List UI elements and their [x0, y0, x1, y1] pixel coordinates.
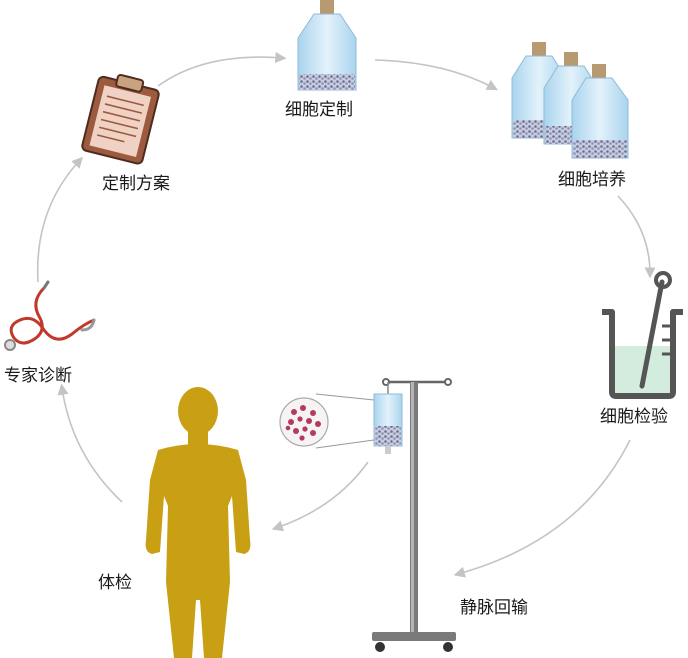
arrow-infusion-to-body	[271, 461, 369, 532]
arrow-culture-to-testing	[617, 195, 656, 279]
clipboard-icon	[81, 73, 160, 165]
arrow-diagnosis-to-plan	[36, 156, 84, 283]
iv-drip-stand-icon	[279, 378, 456, 652]
three-flasks-icon	[511, 42, 629, 159]
arrow-customization-to-culture	[374, 59, 498, 91]
human-figure-icon	[145, 387, 251, 658]
culture-flask-icon	[297, 0, 357, 91]
label-iv-infusion: 静脉回输	[460, 598, 528, 618]
arrow-plan-to-customization	[157, 51, 287, 87]
label-expert-diagnosis: 专家诊断	[4, 366, 72, 386]
label-physical-exam: 体检	[98, 573, 132, 593]
label-custom-plan: 定制方案	[102, 174, 170, 194]
arrow-testing-to-infusion	[453, 439, 631, 578]
cycle-arrows	[36, 51, 656, 578]
beaker-icon	[602, 271, 683, 399]
stethoscope-icon	[4, 280, 96, 351]
arrow-body-to-diagnosis	[57, 383, 123, 503]
label-cell-culture: 细胞培养	[558, 170, 626, 190]
label-cell-customization: 细胞定制	[285, 100, 353, 120]
label-cell-testing: 细胞检验	[600, 407, 668, 427]
